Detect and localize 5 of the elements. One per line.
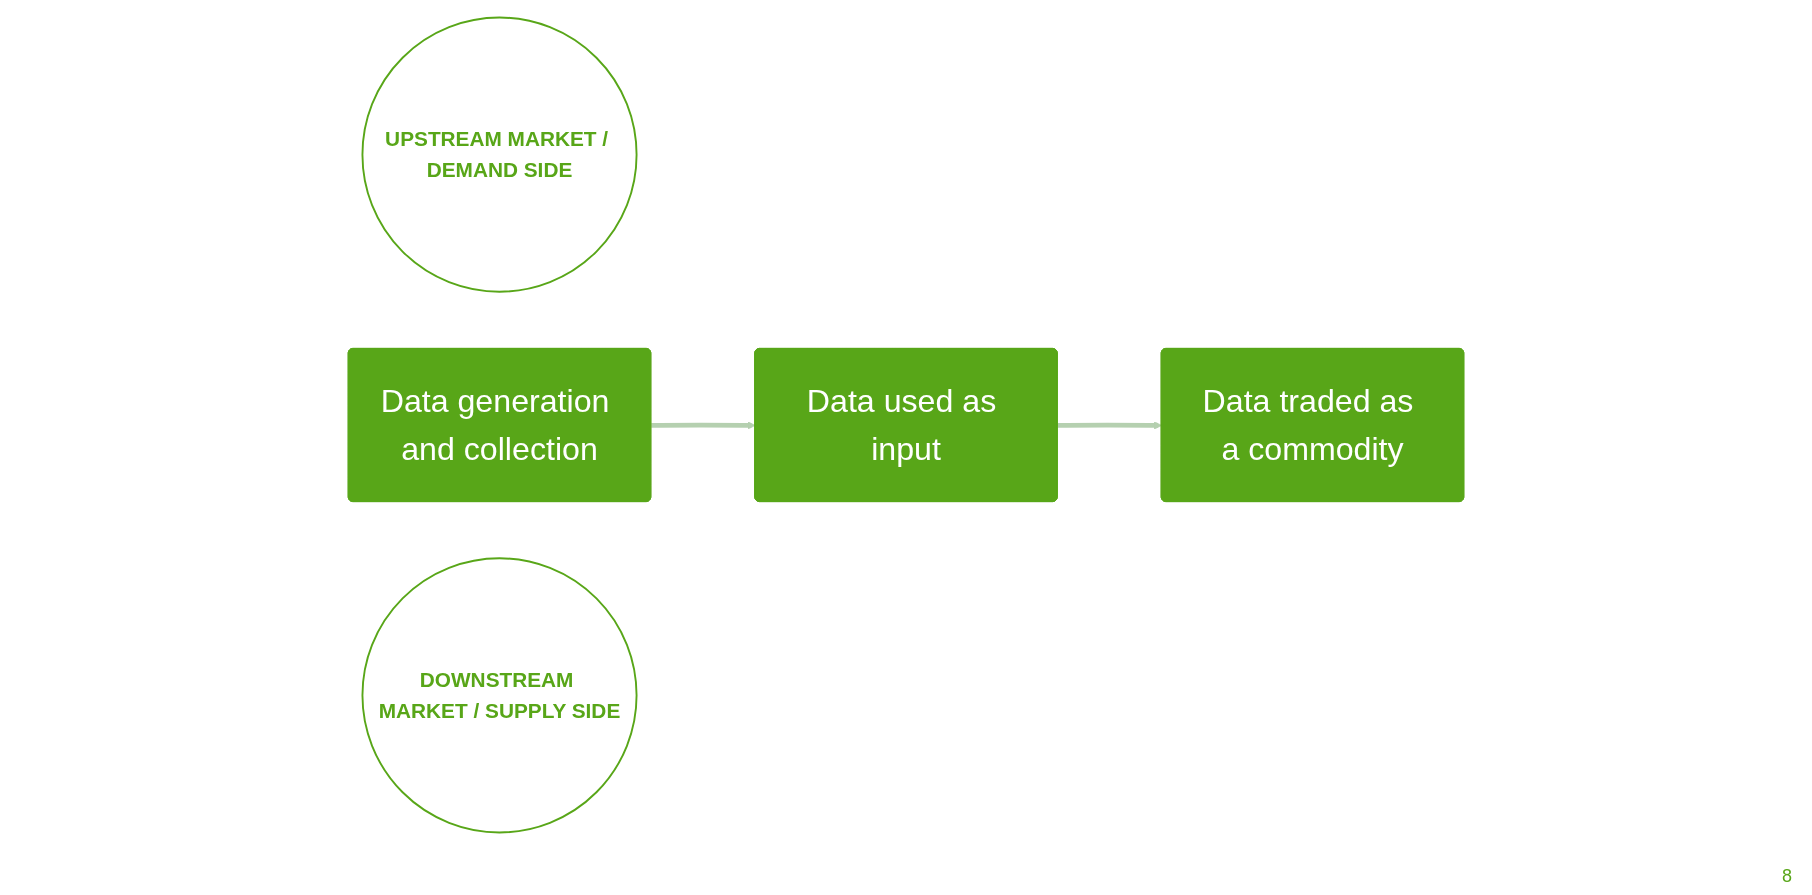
page-number: 8	[1782, 866, 1792, 886]
node-circle: DOWNSTREAM MARKET / SUPPLY SIDE	[361, 557, 638, 834]
arrow	[1057, 421, 1163, 430]
arrow	[651, 421, 756, 430]
node-circle: UPSTREAM MARKET / DEMAND SIDE	[361, 16, 638, 293]
